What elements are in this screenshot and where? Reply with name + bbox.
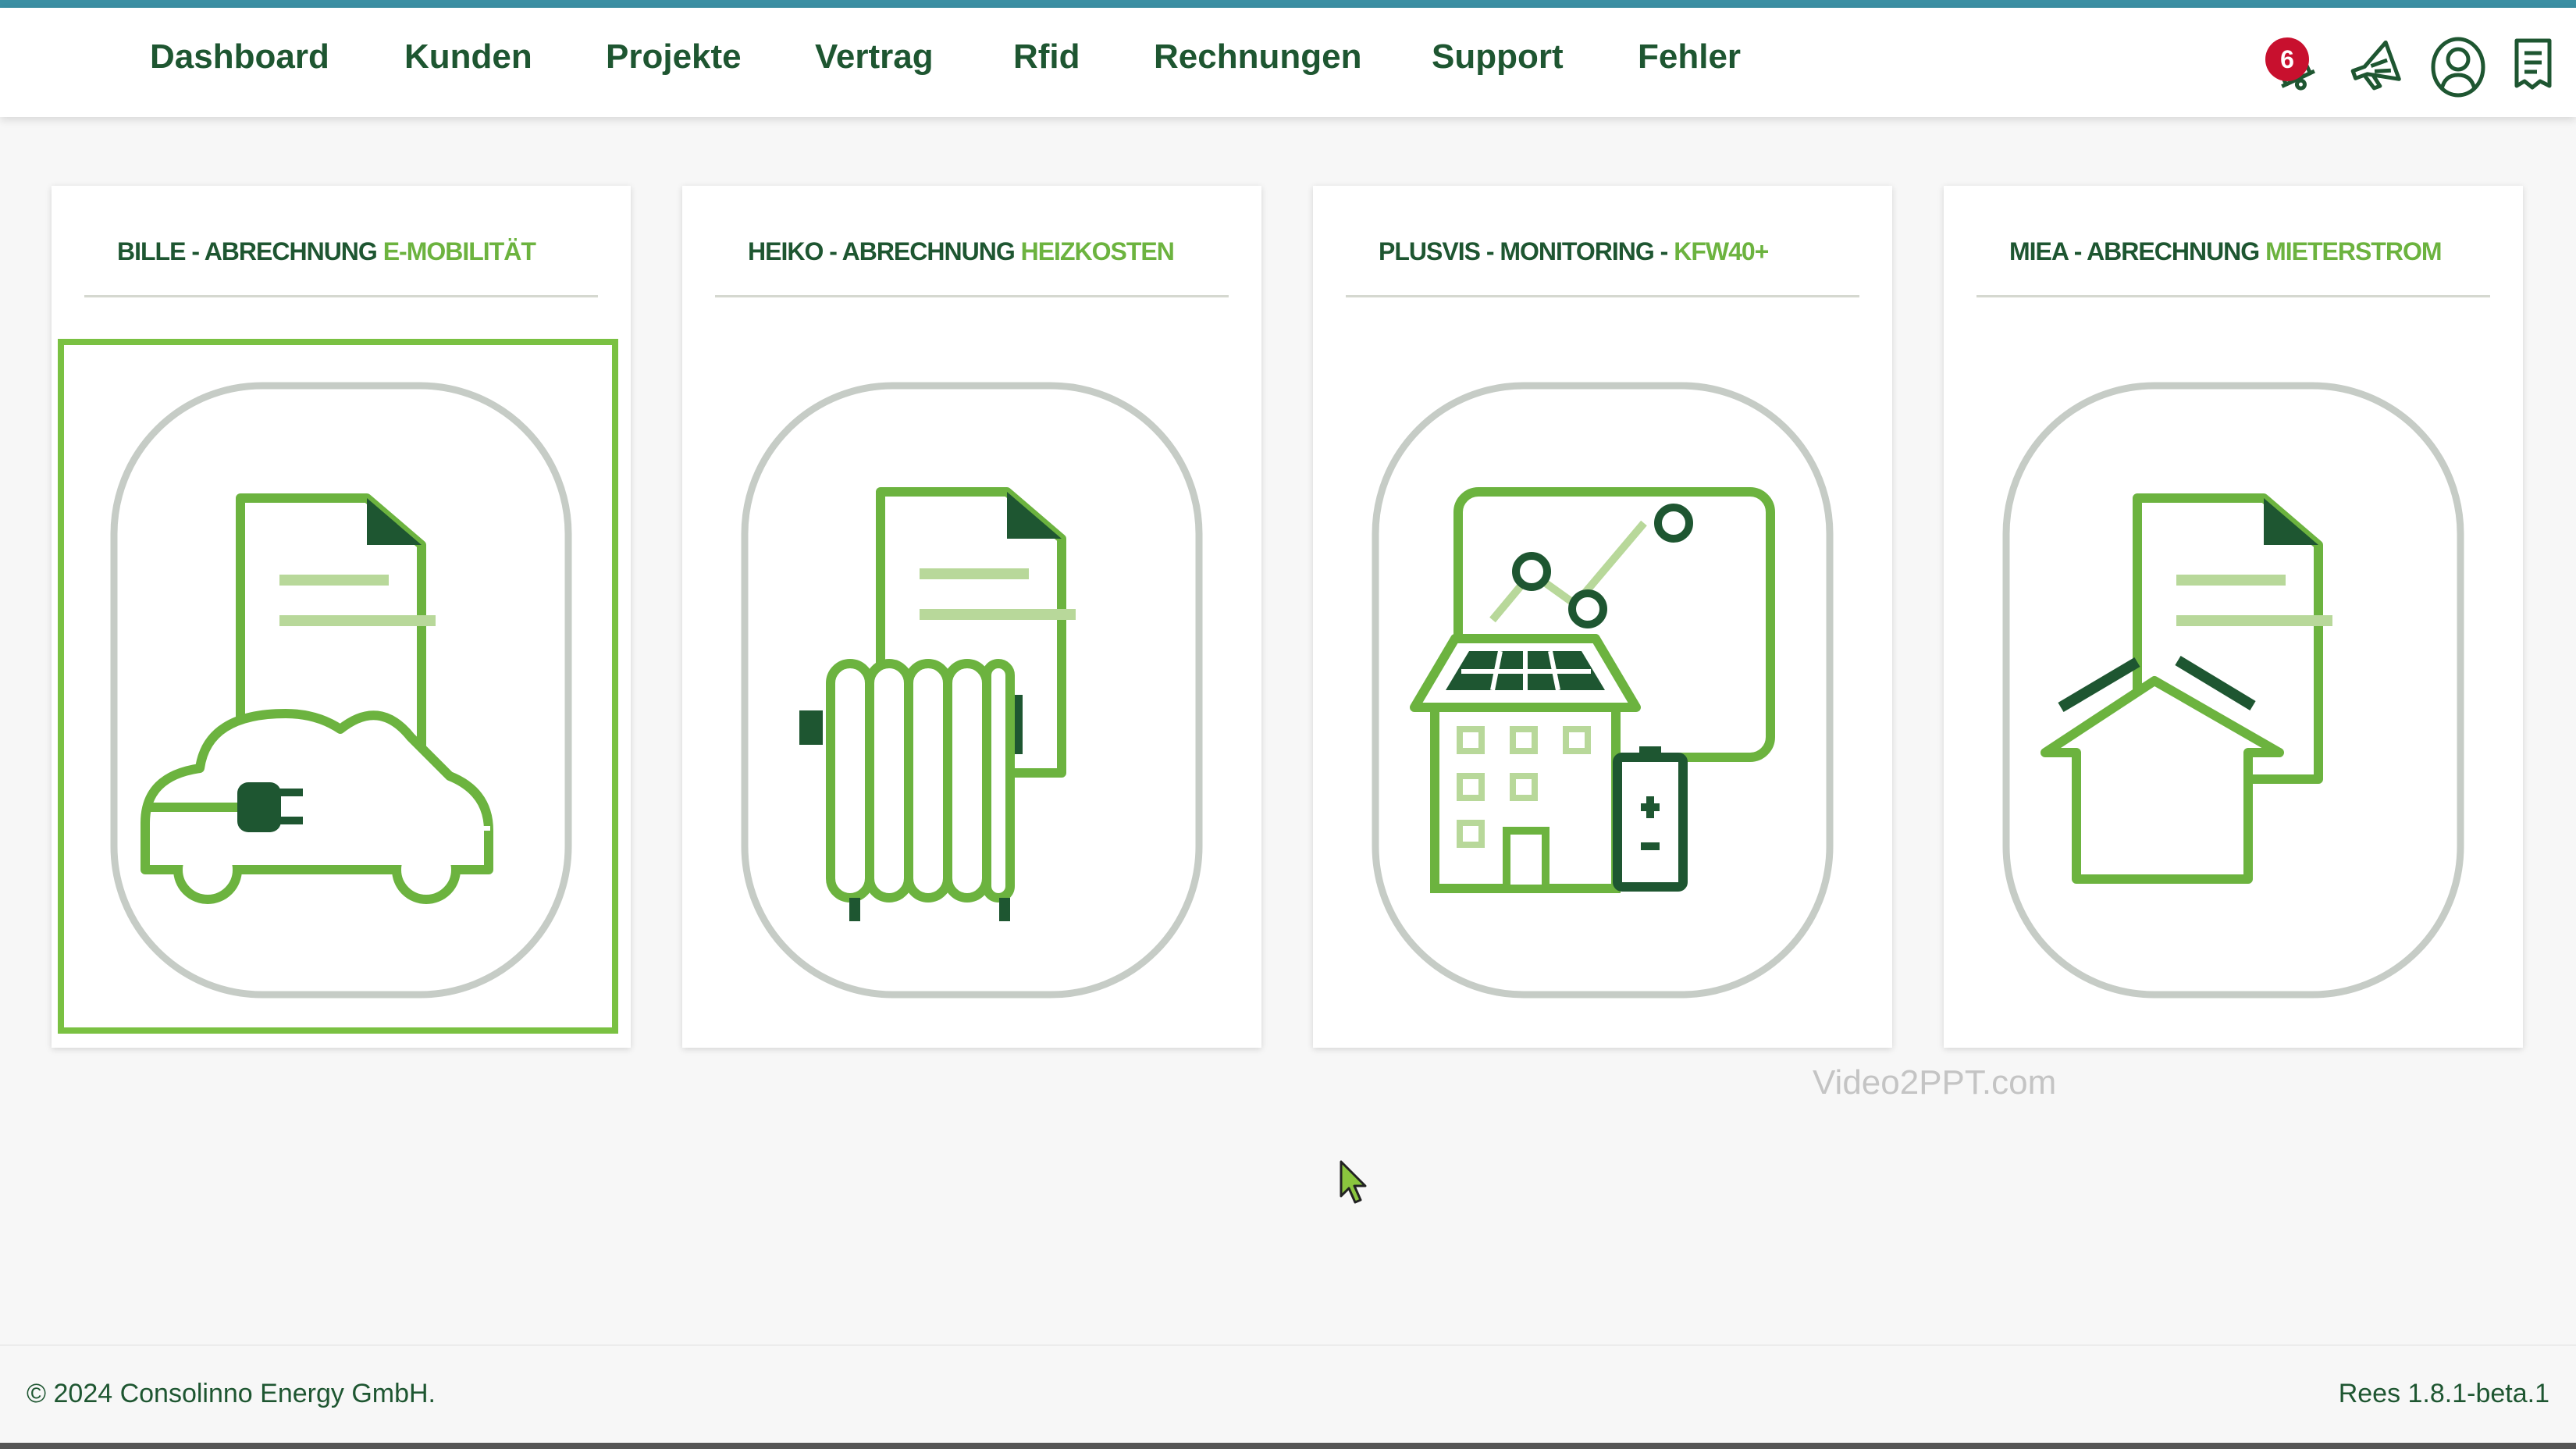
watermark-text: Video2PPT.com <box>1813 1063 2057 1102</box>
card-divider <box>1976 295 2490 297</box>
radiator-invoice-icon <box>741 382 1203 999</box>
user-profile-icon[interactable] <box>2423 31 2493 101</box>
nav-vertrag[interactable]: Vertrag <box>815 37 934 76</box>
card-divider <box>84 295 598 297</box>
nav-projekte[interactable]: Projekte <box>606 37 742 76</box>
nav-dashboard[interactable]: Dashboard <box>150 37 329 76</box>
electric-car-invoice-icon <box>110 382 572 999</box>
card-miea-mieterstrom[interactable]: MIEA - ABRECHNUNG MIETERSTROM <box>1944 186 2523 1048</box>
bottom-border <box>0 1443 2576 1449</box>
nav-rechnungen[interactable]: Rechnungen <box>1154 37 1362 76</box>
nav-fehler[interactable]: Fehler <box>1638 37 1742 76</box>
card-heiko-heizkosten[interactable]: HEIKO - ABRECHNUNG HEIZKOSTEN <box>682 186 1261 1048</box>
card-bille-e-mobilitaet[interactable]: BILLE - ABRECHNUNG E-MOBILITÄT <box>52 186 631 1048</box>
card-plusvis-kfw40[interactable]: PLUSVIS - MONITORING - KFW40+ <box>1313 186 1892 1048</box>
selected-card-highlight <box>58 339 618 1034</box>
card-title: PLUSVIS - MONITORING - KFW40+ <box>1379 237 1769 265</box>
copyright-text: © 2024 Consolinno Energy GmbH. <box>27 1379 436 1408</box>
mouse-cursor-icon <box>1340 1160 1367 1204</box>
top-accent-line <box>0 0 2576 8</box>
nav-kunden[interactable]: Kunden <box>404 37 532 76</box>
nav-support[interactable]: Support <box>1432 37 1564 76</box>
solar-house-monitoring-icon <box>1372 382 1834 999</box>
page-footer: © 2024 Consolinno Energy GmbH. Rees 1.8.… <box>0 1344 2576 1444</box>
card-title: HEIKO - ABRECHNUNG HEIZKOSTEN <box>748 237 1175 265</box>
card-divider <box>715 295 1229 297</box>
house-invoice-icon <box>2002 382 2464 999</box>
card-divider <box>1346 295 1859 297</box>
top-navigation-bar: Dashboard Kunden Projekte Vertrag Rfid R… <box>0 8 2576 117</box>
nav-rfid[interactable]: Rfid <box>1013 37 1080 76</box>
notification-count-badge: 6 <box>2265 37 2309 81</box>
document-list-icon[interactable] <box>2498 31 2568 101</box>
card-title: BILLE - ABRECHNUNG E-MOBILITÄT <box>117 237 536 265</box>
version-text: Rees 1.8.1-beta.1 <box>2338 1379 2549 1408</box>
card-title: MIEA - ABRECHNUNG MIETERSTROM <box>2009 237 2443 265</box>
megaphone-icon[interactable] <box>2342 31 2412 101</box>
